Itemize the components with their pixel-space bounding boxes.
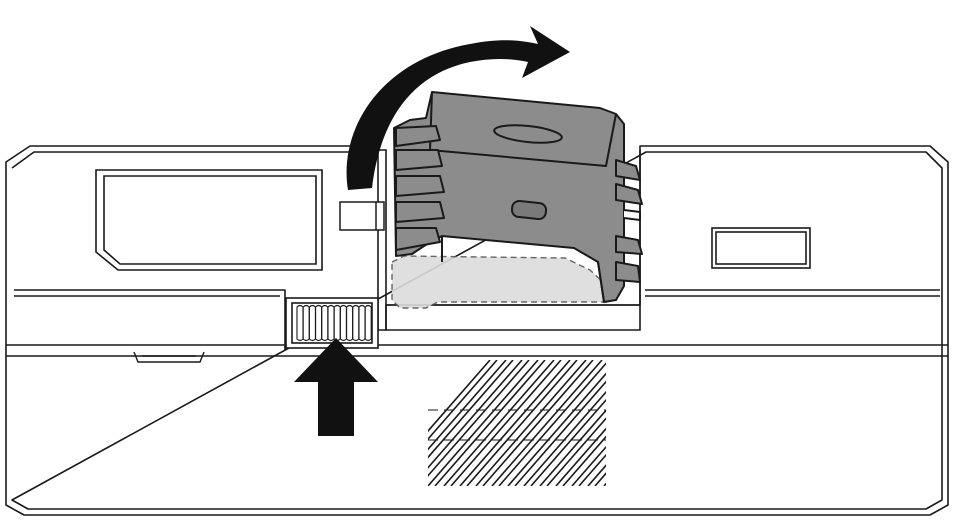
- knurl-ridge: [364, 304, 372, 342]
- knurl-ridge: [327, 304, 335, 342]
- vent-slot: [507, 360, 606, 486]
- left-label-recess: [95, 169, 323, 271]
- right-window: [711, 227, 811, 269]
- latch-ghost-outline: [391, 255, 607, 309]
- knurl-ridge: [339, 304, 347, 342]
- release-button-knurl: [296, 304, 372, 342]
- vent-slot: [428, 360, 530, 486]
- knurl-ridge: [308, 304, 316, 342]
- knurl-ridge: [352, 304, 360, 342]
- vent-slot: [428, 360, 498, 486]
- side-peg: [339, 201, 385, 231]
- vent-slot: [466, 360, 578, 486]
- curved-arrow-clockwise-icon: [346, 26, 570, 190]
- vent-slot: [555, 360, 606, 486]
- vent-slot: [546, 360, 606, 486]
- vent-slot: [482, 360, 594, 486]
- knurl-ridge: [333, 304, 341, 342]
- vent-slot: [459, 360, 571, 486]
- arrow-up-icon: [294, 338, 378, 436]
- knurl-ridge: [346, 304, 354, 342]
- latch-cover: [393, 91, 643, 303]
- vent-slot: [514, 360, 606, 486]
- vent-slot: [578, 360, 606, 486]
- vent-divider: [428, 409, 606, 441]
- release-button: [285, 297, 379, 349]
- vent-slot: [539, 360, 606, 486]
- vent-slot: [450, 360, 562, 486]
- vent-slot: [428, 360, 539, 486]
- vent-slot: [530, 360, 606, 486]
- knurl-ridge: [321, 304, 329, 342]
- vent-slot: [523, 360, 606, 486]
- knurl-ridge: [358, 304, 366, 342]
- vent-slot: [428, 360, 507, 486]
- latch-right-ribs: [615, 159, 643, 283]
- vent-slot: [428, 360, 514, 486]
- bottom-tab: [133, 351, 205, 363]
- vent-slot: [434, 360, 546, 486]
- vent-slot: [428, 360, 523, 486]
- knurl-ridge: [315, 304, 323, 342]
- knurl-ridge: [302, 304, 310, 342]
- vent-slot: [443, 360, 555, 486]
- vent-slot: [562, 360, 606, 486]
- vent-grille: [428, 360, 606, 486]
- knurl-ridge: [296, 304, 304, 342]
- vent-slot: [491, 360, 603, 486]
- vent-slot: [428, 360, 491, 486]
- vent-slot: [498, 360, 606, 486]
- vent-slot: [475, 360, 587, 486]
- latch-left-ribs: [395, 125, 445, 251]
- vent-slot: [571, 360, 606, 486]
